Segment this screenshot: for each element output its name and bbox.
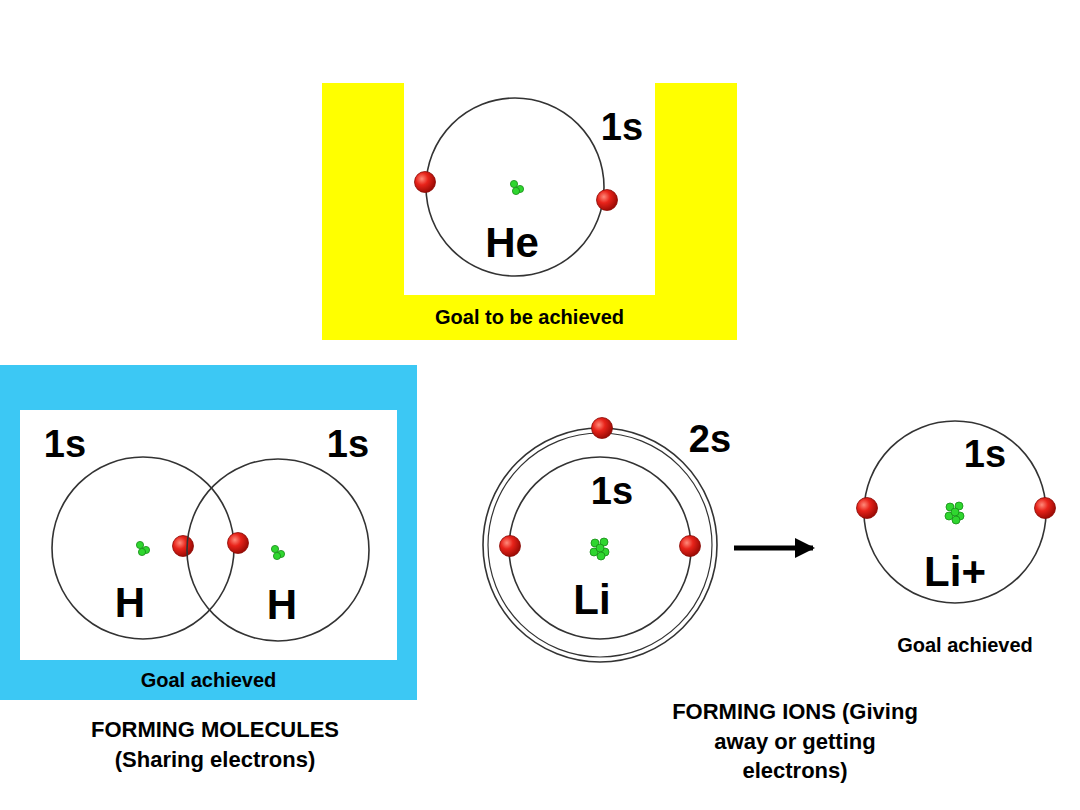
electron [228,533,249,554]
electron [500,536,521,557]
goal-panel: Goal achieved1sH1sH [0,365,417,700]
orbital-label: 1s [591,471,633,513]
orbital-circle: 1sLi [508,456,692,640]
section-title: FORMING MOLECULES (Sharing electrons) [80,715,350,774]
nucleus-particle [273,552,280,559]
panel-ground [0,365,417,700]
orbital-ring [483,428,717,662]
electron [680,536,701,557]
caption: Goal achieved [897,632,1033,659]
element-symbol: He [485,220,539,266]
orbital-circle: 1sLi+ [863,420,1047,604]
orbital-ring [864,421,1046,603]
nucleus-particle [952,516,960,524]
orbital-ring [509,457,691,639]
reaction-arrow [734,546,813,551]
orbital-label: 1s [601,107,643,149]
orbital-circle: 1sHe [425,97,605,277]
orbital-ring [52,457,234,639]
nucleus-particle [512,187,519,194]
electron [597,190,618,211]
nucleus-particle [271,545,278,552]
electron [592,418,613,439]
element-symbol: H [267,582,297,628]
panel-inner [20,410,397,660]
caption: Goal to be achieved [435,306,624,328]
goal-panel: Goal to be achieved1sHe [322,83,737,340]
ion-symbol: Li+ [924,549,986,595]
nucleus-particle [136,541,143,548]
nucleus-particle [510,180,517,187]
orbital-label: 1s [327,424,369,466]
nucleus-particle [138,548,145,555]
electron [857,498,878,519]
panel-inner [404,83,655,295]
orbital-label: 2s [689,419,731,461]
nucleus-particle [951,508,959,516]
orbital-label: 1s [44,424,86,466]
nucleus-particle [597,552,605,560]
section-title: FORMING IONS (Giving away or getting ele… [664,697,926,786]
element-symbol: Li [573,577,610,623]
electron [173,536,194,557]
orbital-circle: 2s1sLi [482,427,718,663]
orbital-ring [426,98,604,276]
electron [415,172,436,193]
nucleus-particle [596,544,604,552]
electron [1035,498,1056,519]
orbital-ring [488,433,712,657]
orbital-ring [187,459,369,641]
orbital-circle: 1sH [186,458,370,642]
orbital-label: 1s [964,434,1006,476]
caption: Goal achieved [141,669,277,691]
orbital-circle: 1sH [51,456,235,640]
element-symbol: H [115,580,145,626]
